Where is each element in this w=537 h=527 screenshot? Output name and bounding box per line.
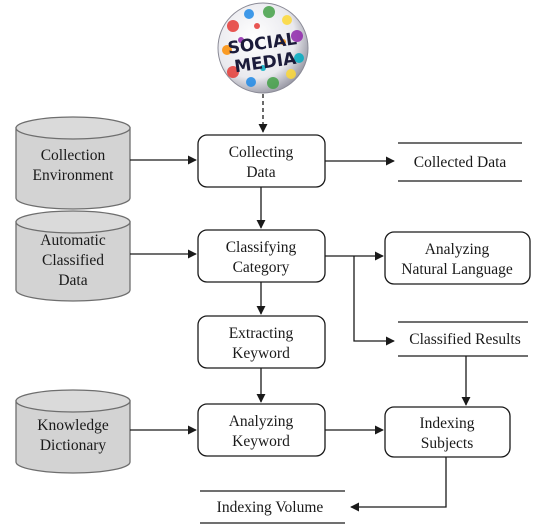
process-analyzing-kw-line1: Analyzing	[229, 413, 294, 430]
logo-icon-dots	[222, 6, 304, 89]
process-classifying-line1: Classifying	[226, 239, 297, 256]
db-automatic-classified-line3: Data	[58, 272, 87, 289]
store-indexing-volume-label: Indexing Volume	[217, 499, 324, 516]
store-classified-results: Classified Results	[398, 321, 528, 357]
db-knowledge-dictionary-line1: Knowledge	[37, 417, 109, 434]
db-collection-environment: Collection Environment	[15, 116, 131, 210]
logo-icon-dot	[286, 69, 296, 79]
process-classifying-category: Classifying Category	[197, 229, 326, 283]
store-indexing-volume: Indexing Volume	[200, 490, 345, 524]
db-knowledge-dictionary-line2: Dictionary	[40, 437, 107, 454]
logo-icon-dot	[227, 20, 239, 32]
db-automatic-classified-line2: Classified	[42, 252, 104, 269]
db-automatic-classified-line1: Automatic	[40, 232, 106, 249]
db-automatic-classified-data: Automatic Classified Data	[15, 210, 131, 302]
edge-indexing-to-volume	[350, 457, 447, 512]
store-collected-data: Collected Data	[398, 142, 522, 182]
logo-icon-dot	[246, 77, 256, 87]
logo-icon-dot	[280, 39, 286, 45]
process-extracting-line1: Extracting	[229, 325, 294, 342]
logo-icon-dot	[260, 65, 266, 71]
logo-icon-dot	[222, 45, 232, 55]
process-analyzing-kw-line2: Keyword	[232, 433, 290, 450]
logo-icon-dot	[267, 77, 279, 89]
logo-icon-dot	[282, 15, 292, 25]
process-collecting-line2: Data	[246, 164, 275, 181]
edge-classifying-to-classified-results	[353, 256, 395, 346]
process-analyzing-nl-line2: Natural Language	[401, 261, 513, 278]
logo-icon-dot	[254, 23, 260, 29]
store-collected-data-label: Collected Data	[414, 154, 507, 171]
db-knowledge-dictionary: Knowledge Dictionary	[15, 389, 131, 474]
process-extracting-line2: Keyword	[232, 345, 290, 362]
store-classified-results-label: Classified Results	[409, 331, 521, 348]
process-collecting-line1: Collecting	[229, 144, 294, 161]
process-analyzing-keyword: Analyzing Keyword	[197, 403, 326, 457]
logo-icon-dot	[244, 9, 254, 19]
logo-icon-dot	[238, 37, 244, 43]
db-collection-environment-line1: Collection	[41, 147, 106, 164]
process-classifying-line2: Category	[233, 259, 290, 276]
logo-icon-dot	[263, 6, 275, 18]
logo-icon-dot	[294, 53, 304, 63]
process-extracting-keyword: Extracting Keyword	[197, 315, 326, 369]
process-analyzing-nl-line1: Analyzing	[425, 241, 490, 258]
db-collection-environment-line2: Environment	[33, 167, 115, 184]
process-indexing-subjects: Indexing Subjects	[384, 406, 511, 458]
logo-icon-dot	[227, 66, 239, 78]
process-indexing-line1: Indexing	[419, 415, 474, 432]
social-media-logo: SOCIAL MEDIA	[217, 2, 309, 94]
logo-icon-dot	[291, 30, 303, 42]
process-collecting-data: Collecting Data	[197, 134, 326, 188]
process-indexing-line2: Subjects	[421, 435, 474, 452]
process-analyzing-natural-language: Analyzing Natural Language	[384, 231, 531, 285]
